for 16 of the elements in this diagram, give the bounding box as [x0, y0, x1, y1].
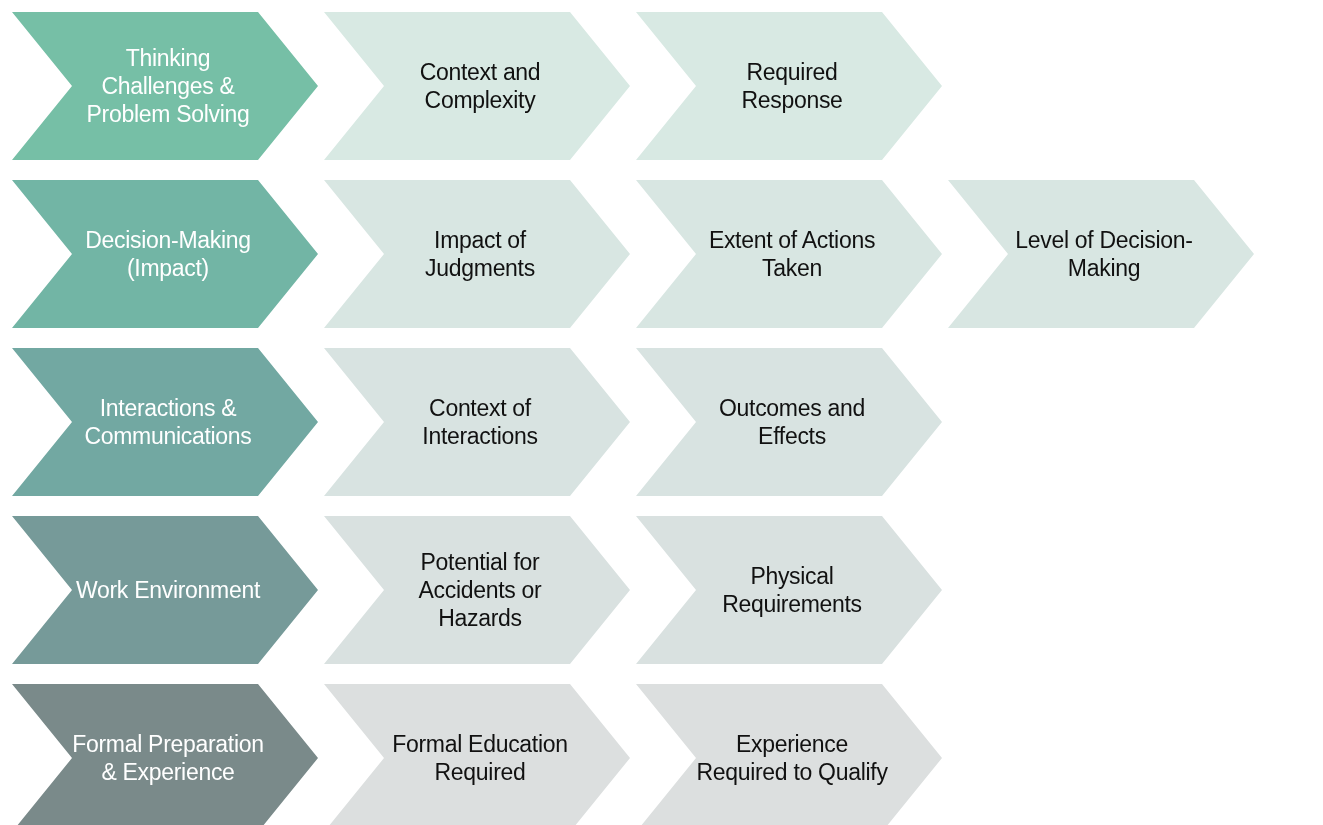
chevron-label: Potential for Accidents or Hazards: [417, 548, 543, 632]
chevron-label: Formal Education Required: [391, 730, 569, 786]
chevron-label: Formal Preparation & Experience: [71, 730, 265, 786]
chevron-label: Physical Requirements: [721, 562, 863, 618]
chevron-label: Experience Required to Qualify: [695, 730, 889, 786]
chevron-label: Outcomes and Effects: [718, 394, 866, 450]
chevron-label: Required Response: [740, 58, 844, 114]
chevron-label: Context and Complexity: [418, 58, 542, 114]
chevron-label: Level of Decision-Making: [1014, 226, 1194, 282]
chevron-label: Extent of Actions Taken: [707, 226, 877, 282]
chevron-label: Work Environment: [75, 576, 262, 604]
chevron-label: Decision-Making (Impact): [84, 226, 252, 282]
chevron-label: Interactions & Communications: [83, 394, 253, 450]
chevron-label: Context of Interactions: [421, 394, 539, 450]
chevron-label: Impact of Judgments: [424, 226, 536, 282]
chevron-label: Thinking Challenges & Problem Solving: [85, 44, 251, 128]
